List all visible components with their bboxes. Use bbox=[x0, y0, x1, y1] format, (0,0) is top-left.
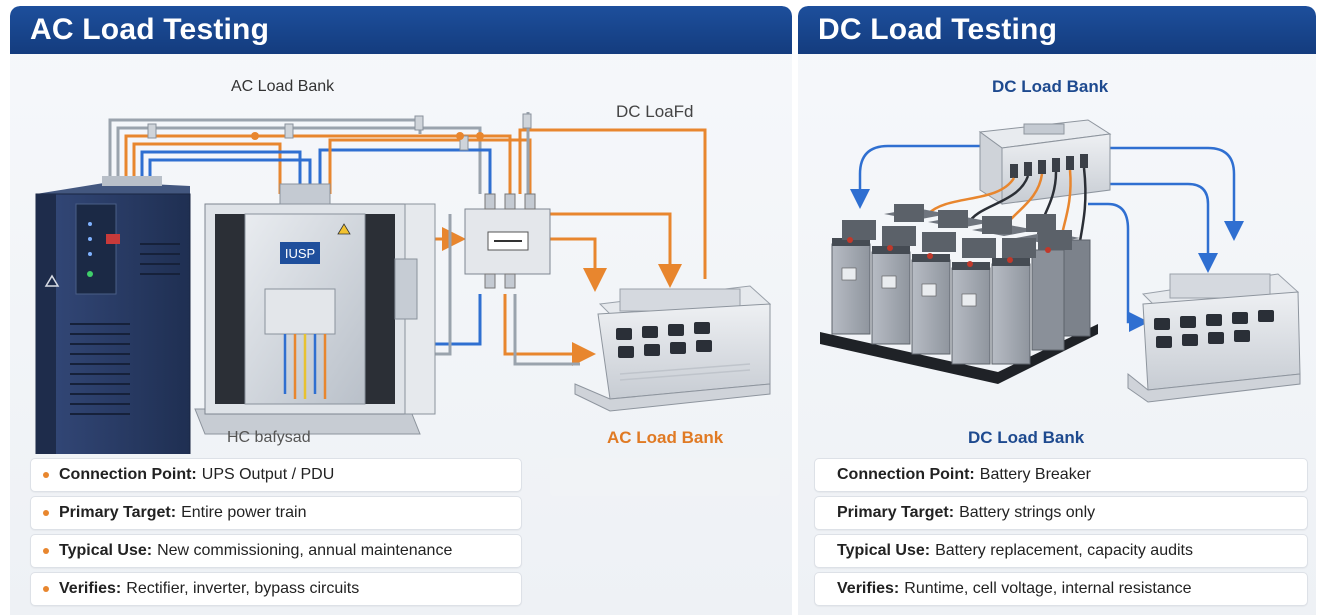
list-item: Primary Target: Entire power train bbox=[30, 496, 522, 530]
item-value: Rectifier, inverter, bypass circuits bbox=[126, 580, 360, 597]
ups-badge: IUSP bbox=[285, 246, 315, 261]
ac-label-top: AC Load Bank bbox=[231, 78, 335, 95]
dc-diagram bbox=[820, 119, 1301, 403]
list-item: Typical Use: Battery replacement, capaci… bbox=[814, 534, 1308, 568]
empty-placeholder-box bbox=[550, 458, 780, 496]
item-label: Verifies: bbox=[59, 580, 122, 597]
bullet-icon bbox=[43, 510, 49, 516]
ac-diagram: IUSP bbox=[35, 112, 772, 454]
battery-cells bbox=[831, 204, 1091, 365]
ups-frame: IUSP bbox=[194, 183, 436, 435]
ac-panel-title: AC Load Testing bbox=[10, 6, 792, 54]
item-label: Primary Target: bbox=[59, 504, 177, 521]
item-label: Verifies: bbox=[837, 580, 900, 597]
dc-label-bottom: DC Load Bank bbox=[968, 428, 1085, 447]
dc-info-list: Connection Point: Battery Breaker Primar… bbox=[814, 458, 1308, 610]
dc-label-top: DC Load Bank bbox=[992, 77, 1109, 96]
ac-label-bottom-right: AC Load Bank bbox=[607, 428, 724, 447]
bullet-icon bbox=[43, 472, 49, 478]
item-value: Entire power train bbox=[181, 504, 307, 521]
item-label: Typical Use: bbox=[837, 542, 931, 559]
item-label: Connection Point: bbox=[59, 466, 197, 483]
junction-box bbox=[464, 193, 551, 289]
ac-info-list: Connection Point: UPS Output / PDU Prima… bbox=[30, 458, 522, 610]
item-label: Connection Point: bbox=[837, 466, 975, 483]
list-item: Typical Use: New commissioning, annual m… bbox=[30, 534, 522, 568]
list-item: Connection Point: UPS Output / PDU bbox=[30, 458, 522, 492]
item-value: Battery replacement, capacity audits bbox=[935, 542, 1193, 559]
dc-load-testing-panel: DC Load Testing bbox=[798, 6, 1316, 615]
list-item: Primary Target: Battery strings only bbox=[814, 496, 1308, 530]
ac-load-testing-panel: AC Load Testing bbox=[10, 6, 792, 615]
item-value: Battery Breaker bbox=[979, 466, 1091, 483]
bullet-icon bbox=[43, 586, 49, 592]
item-value: Battery strings only bbox=[959, 504, 1096, 521]
item-value: New commissioning, annual maintenance bbox=[157, 542, 453, 559]
ac-load-bank-unit bbox=[574, 285, 772, 412]
item-value: Runtime, cell voltage, internal resistan… bbox=[904, 580, 1192, 597]
dc-load-bank-unit bbox=[1127, 273, 1301, 403]
list-item: Verifies: Runtime, cell voltage, interna… bbox=[814, 572, 1308, 606]
battery-bank bbox=[820, 204, 1098, 384]
item-label: Typical Use: bbox=[59, 542, 153, 559]
dc-flow-arrows bbox=[850, 144, 1244, 332]
dc-panel-title: DC Load Testing bbox=[798, 6, 1316, 54]
ups-cabinet bbox=[35, 176, 191, 454]
item-label: Primary Target: bbox=[837, 504, 955, 521]
list-item: Connection Point: Battery Breaker bbox=[814, 458, 1308, 492]
ac-label-bottom-left: HC bafysad bbox=[227, 429, 311, 446]
bullet-icon bbox=[43, 548, 49, 554]
item-value: UPS Output / PDU bbox=[201, 466, 335, 483]
dc-label-top: DC LoaFd bbox=[616, 102, 694, 121]
list-item: Verifies: Rectifier, inverter, bypass ci… bbox=[30, 572, 522, 606]
warning-icon bbox=[44, 274, 60, 287]
dc-load-bank-top bbox=[978, 119, 1112, 205]
